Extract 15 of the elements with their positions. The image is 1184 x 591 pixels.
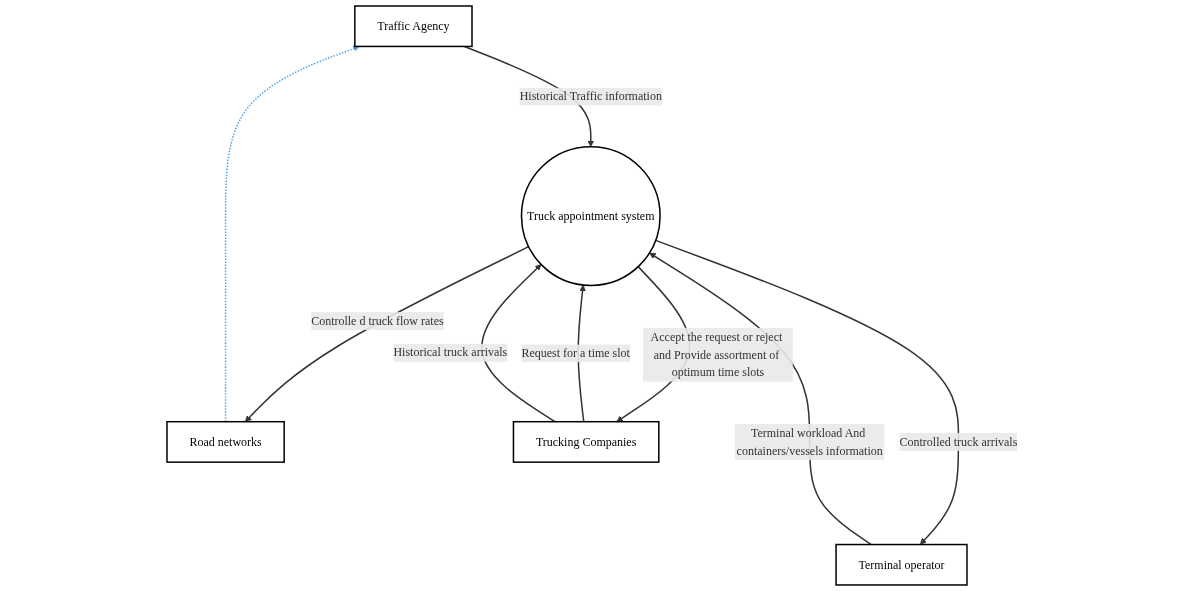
node-box: Road networks <box>166 420 285 463</box>
node-box: Trucking Companies <box>512 420 660 463</box>
edge-label: Historical Traffic information <box>519 89 662 103</box>
node-box: Traffic Agency <box>353 5 473 48</box>
edge-label: Controlled truck arrivals <box>899 435 1018 448</box>
edge-label: Historical truck arrivals <box>393 346 508 359</box>
node-box: Terminal operator <box>835 543 968 586</box>
arrow <box>244 245 530 422</box>
edge-label: Controlle d truck flow rates <box>311 314 444 328</box>
edge-label: Accept the request or reject and Provide assortment of optimum time slots <box>650 330 783 379</box>
node-circle: Truck appointment system <box>520 146 661 287</box>
arrow <box>481 264 556 423</box>
edge-label: Request for a time slot <box>521 346 630 360</box>
arrow <box>654 239 959 545</box>
edge-label: Terminal workload And containers/vessels information <box>736 426 883 457</box>
